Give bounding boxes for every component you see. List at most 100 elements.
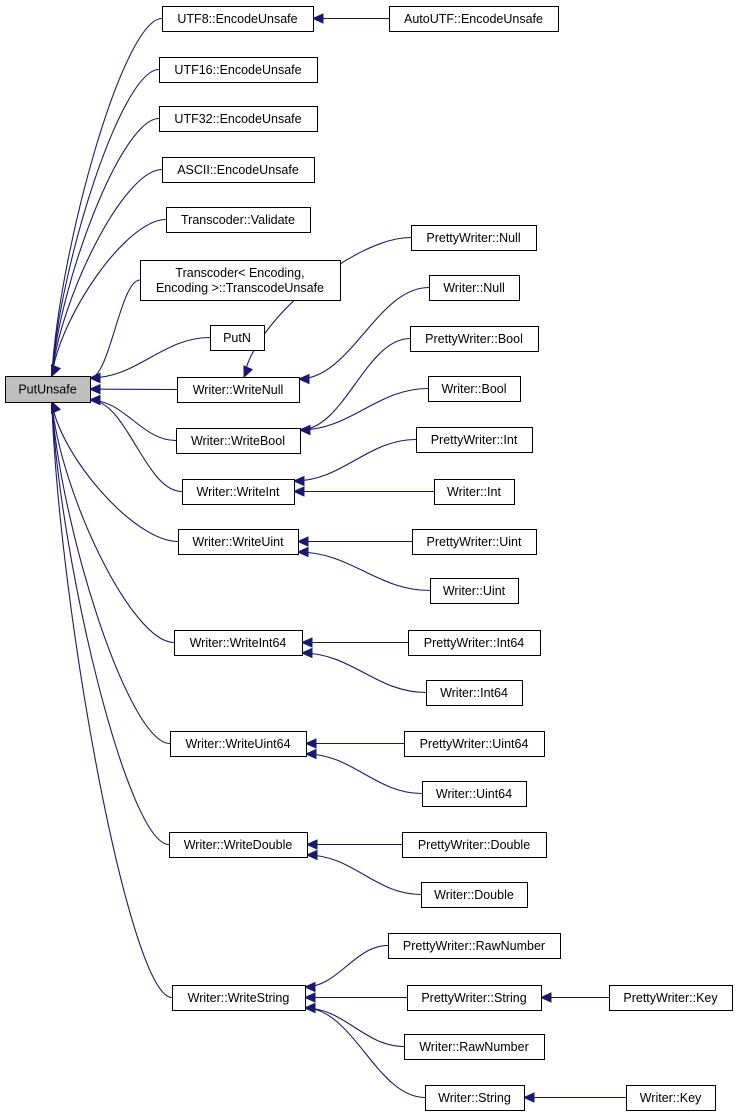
- node-utf16-encodeunsafe[interactable]: UTF16::EncodeUnsafe: [159, 57, 318, 83]
- node-box: [176, 428, 301, 454]
- node-writer-int[interactable]: Writer::Int: [434, 479, 515, 505]
- edge-line: [243, 236, 412, 378]
- node-label: Writer::WriteString: [188, 991, 290, 1005]
- node-prettywriter-null[interactable]: PrettyWriter::Null: [411, 225, 537, 251]
- node-writer-bool[interactable]: Writer::Bool: [428, 376, 521, 402]
- node-writer-writebool[interactable]: Writer::WriteBool: [176, 428, 301, 454]
- edge-line: [51, 401, 171, 745]
- node-box: [162, 6, 314, 32]
- node-autoutf-encodeunsafe[interactable]: AutoUTF::EncodeUnsafe: [389, 6, 559, 32]
- node-box: [5, 376, 91, 403]
- edges-layer: [51, 13, 626, 1103]
- node-prettywriter-key[interactable]: PrettyWriter::Key: [609, 985, 733, 1011]
- node-box: [159, 106, 318, 132]
- node-writer-rawnumber[interactable]: Writer::RawNumber: [404, 1034, 545, 1060]
- node-writer-writenull[interactable]: Writer::WriteNull: [177, 377, 300, 403]
- node-prettywriter-string[interactable]: PrettyWriter::String: [407, 985, 542, 1011]
- node-box: [166, 207, 311, 233]
- arrowhead-icon: [292, 486, 305, 497]
- node-prettywriter-uint64[interactable]: PrettyWriter::Uint64: [404, 731, 545, 757]
- edge-line: [301, 652, 427, 694]
- nodes-layer: PutUnsafe UTF8::EncodeUnsafe AutoUTF::Enco…: [5, 6, 733, 1111]
- edge-prettywriter-uint-to-writer-writeuint: [296, 536, 412, 547]
- edge-line: [304, 1007, 426, 1099]
- arrowhead-icon: [296, 546, 309, 558]
- node-box: [172, 985, 306, 1011]
- node-box: [404, 731, 545, 757]
- node-prettywriter-int64[interactable]: PrettyWriter::Int64: [408, 630, 541, 656]
- node-writer-writestring[interactable]: Writer::WriteString: [172, 985, 306, 1011]
- node-label: Writer::String: [438, 1091, 511, 1105]
- node-writer-writeuint64[interactable]: Writer::WriteUint64: [170, 731, 307, 757]
- node-label: Writer::Int: [447, 485, 501, 499]
- node-label: Writer::Key: [640, 1091, 702, 1105]
- edge-prettywriter-rawnumber-to-writer-writestring: [303, 944, 389, 993]
- node-label: Transcoder< Encoding,: [175, 266, 304, 280]
- node-label: PrettyWriter::Double: [418, 838, 530, 852]
- node-writer-int64[interactable]: Writer::Int64: [426, 680, 523, 706]
- edge-writer-uint-to-writer-writeuint: [296, 546, 431, 592]
- node-writer-key[interactable]: Writer::Key: [626, 1085, 716, 1111]
- edge-utf16-encodeunsafe-to-putunsafe: [51, 68, 160, 378]
- node-label: Writer::WriteInt64: [190, 636, 287, 650]
- node-box: [407, 985, 542, 1011]
- node-writer-writedouble[interactable]: Writer::WriteDouble: [169, 832, 308, 858]
- node-label: PrettyWriter::Int64: [424, 636, 525, 650]
- node-label: PrettyWriter::String: [421, 991, 526, 1005]
- arrowhead-icon: [303, 1002, 316, 1014]
- node-transcoder-transcodeunsafe[interactable]: Transcoder< Encoding,Encoding >::Transco…: [140, 260, 341, 301]
- edge-line: [51, 68, 160, 377]
- node-box: [140, 260, 341, 301]
- node-writer-string[interactable]: Writer::String: [425, 1085, 525, 1111]
- edge-prettywriter-bool-to-writer-writebool: [298, 337, 411, 436]
- node-label: Writer::Null: [443, 281, 505, 295]
- node-label: AutoUTF::EncodeUnsafe: [404, 12, 543, 26]
- arrowhead-icon: [297, 373, 310, 385]
- arrowhead-icon: [305, 849, 318, 861]
- node-label: PutUnsafe: [18, 383, 76, 397]
- node-prettywriter-int[interactable]: PrettyWriter::Int: [416, 427, 533, 453]
- node-ascii-encodeunsafe[interactable]: ASCII::EncodeUnsafe: [162, 157, 315, 183]
- node-label: PrettyWriter::Uint64: [420, 737, 529, 751]
- node-label: Writer::WriteNull: [193, 383, 284, 397]
- node-label: Writer::Uint64: [436, 787, 512, 801]
- node-writer-null[interactable]: Writer::Null: [429, 275, 520, 301]
- edge-line: [306, 854, 422, 896]
- arrowhead-icon: [51, 400, 61, 414]
- node-box: [162, 157, 315, 183]
- node-writer-writeint[interactable]: Writer::WriteInt: [182, 479, 295, 505]
- node-putn[interactable]: PutN: [210, 325, 265, 351]
- arrowhead-icon: [539, 992, 552, 1003]
- node-box: [182, 479, 295, 505]
- node-box: [430, 578, 519, 604]
- node-label: UTF16::EncodeUnsafe: [174, 63, 301, 77]
- node-prettywriter-uint[interactable]: PrettyWriter::Uint: [412, 529, 537, 555]
- node-box: [178, 529, 299, 555]
- edge-line: [298, 286, 430, 380]
- node-transcoder-validate[interactable]: Transcoder::Validate: [166, 207, 311, 233]
- node-writer-double[interactable]: Writer::Double: [421, 882, 528, 908]
- node-utf8-encodeunsafe[interactable]: UTF8::EncodeUnsafe: [162, 6, 314, 32]
- edge-writer-writedouble-to-putunsafe: [51, 400, 170, 846]
- edge-writer-null-to-writer-writenull: [297, 286, 430, 385]
- node-writer-writeint64[interactable]: Writer::WriteInt64: [174, 630, 303, 656]
- node-prettywriter-double[interactable]: PrettyWriter::Double: [402, 832, 547, 858]
- node-prettywriter-rawnumber[interactable]: PrettyWriter::RawNumber: [388, 933, 561, 959]
- node-writer-uint64[interactable]: Writer::Uint64: [422, 781, 527, 807]
- edge-line: [304, 1007, 405, 1048]
- edge-line: [299, 337, 411, 431]
- edge-prettywriter-int64-to-writer-writeint64: [300, 637, 408, 648]
- node-writer-uint[interactable]: Writer::Uint: [430, 578, 519, 604]
- edge-line: [51, 218, 167, 377]
- node-box: [429, 275, 520, 301]
- arrowhead-icon: [296, 536, 309, 547]
- arrowhead-icon: [304, 738, 317, 749]
- node-utf32-encodeunsafe[interactable]: UTF32::EncodeUnsafe: [159, 106, 318, 132]
- node-box: [626, 1085, 716, 1111]
- node-box: [177, 377, 300, 403]
- edge-line: [51, 401, 175, 644]
- node-prettywriter-bool[interactable]: PrettyWriter::Bool: [410, 326, 539, 352]
- node-box: [174, 630, 303, 656]
- node-writer-writeuint[interactable]: Writer::WriteUint: [178, 529, 299, 555]
